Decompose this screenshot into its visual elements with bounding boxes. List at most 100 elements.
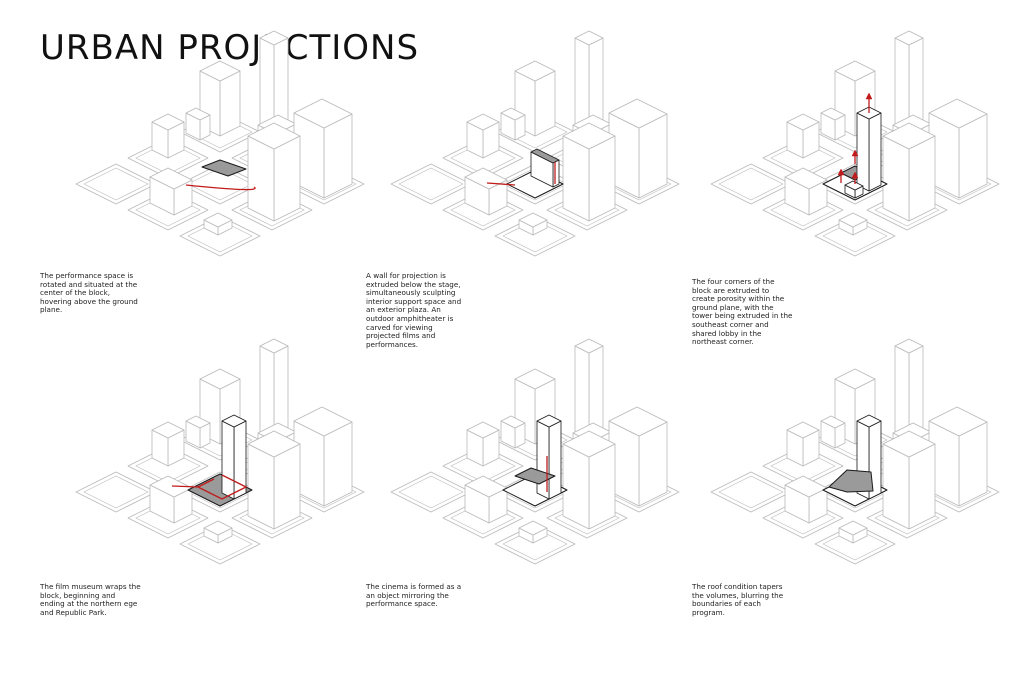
tower-extruded-face-left: [856, 112, 870, 192]
film-museum-wrap: [171, 414, 253, 507]
building-nw-low-face-top: [185, 415, 211, 429]
tower-extruded-face-left: [221, 420, 235, 500]
building-ne-block-face-top: [608, 406, 668, 437]
building-nw-tower-face-top: [514, 368, 556, 390]
city-context-axonometric: [390, 30, 680, 257]
building-nw-tower-face-top: [834, 60, 876, 82]
corner-arrow-nw-head: [851, 149, 859, 157]
building-se-low-face-top: [838, 212, 868, 228]
building-s-block-face-top: [784, 475, 828, 498]
building-n-tower-face-top: [259, 30, 289, 46]
diagram-step-4: [75, 338, 380, 678]
block-se-inner: [187, 219, 253, 253]
building-nw-tower-face-top: [199, 60, 241, 82]
corners-extruded-tower: [822, 92, 888, 201]
block-center-inner: [187, 167, 253, 201]
building-w-low-face-top: [151, 421, 185, 439]
block-se: [179, 523, 261, 565]
building-s-block-face-top: [149, 475, 193, 498]
block-sw-inner: [398, 475, 464, 509]
cinema-object: [502, 414, 568, 507]
tower-extruded-face-right: [868, 112, 882, 192]
corner-arrow-sw-head: [837, 168, 845, 176]
step-3-caption: The four corners of the block are extrud…: [692, 277, 793, 347]
block-sw-inner: [718, 475, 784, 509]
block-se: [494, 215, 576, 257]
building-e-tower-face-top: [562, 430, 616, 458]
step-4-caption: The film museum wraps the block, beginni…: [40, 582, 141, 617]
building-ne-block-face-top: [608, 98, 668, 129]
rotation-arrow: [185, 184, 256, 191]
building-nw-low-face-top: [500, 107, 526, 121]
building-e-tower-face-top: [247, 122, 301, 150]
building-s-block-face-top: [149, 167, 193, 190]
building-ne-block-face-top: [293, 98, 353, 129]
projection-wall-face-right: [552, 159, 560, 188]
building-nw-tower-face-top: [514, 60, 556, 82]
performance-space-volume: [201, 159, 247, 177]
block-se: [179, 215, 261, 257]
tapered-roof: [828, 469, 874, 493]
building-se-low-face-top: [518, 520, 548, 536]
projection-arrow-horizontal: [486, 182, 516, 186]
building-ne-block-face-top: [928, 98, 988, 129]
tower-extruded-face-right: [548, 420, 562, 500]
building-nw-low-face-top: [500, 415, 526, 429]
block-se-inner: [502, 219, 568, 253]
block-se-inner: [187, 527, 253, 561]
building-nw-tower-face-top: [199, 368, 241, 390]
city-context-axonometric: [75, 338, 365, 565]
building-nw-low-face-top: [185, 107, 211, 121]
step-6-caption: The roof condition tapers the volumes, b…: [692, 582, 784, 617]
diagram-step-2: [390, 30, 695, 370]
roof-condition-tapered: [822, 414, 888, 507]
block-sw: [75, 163, 157, 205]
block-se: [494, 523, 576, 565]
block-se: [814, 523, 896, 565]
tower-extruded-face-top: [536, 414, 562, 428]
building-nw-tower-face-top: [834, 368, 876, 390]
building-w-low-face-top: [786, 113, 820, 131]
lobby-volume-face-top: [844, 180, 864, 191]
building-nw-low-face-top: [820, 415, 846, 429]
tower-arrow-head: [865, 92, 873, 100]
block-sw: [710, 471, 792, 513]
city-context-axonometric: [390, 338, 680, 565]
corner-arrow-se-head: [851, 171, 859, 179]
building-n-tower-face-top: [574, 30, 604, 46]
page-title: URBAN PROJECTIONS: [40, 28, 420, 68]
block-se-inner: [822, 527, 888, 561]
building-n-tower-face-top: [259, 338, 289, 354]
building-w-low-face-top: [151, 113, 185, 131]
building-n-tower-face-top: [894, 30, 924, 46]
building-se-low-face-top: [203, 520, 233, 536]
building-se-low-face-top: [838, 520, 868, 536]
diagram-step-1: [75, 30, 380, 370]
building-ne-block-face-top: [293, 406, 353, 437]
museum-path-arrow: [196, 474, 248, 500]
block-sw: [75, 471, 157, 513]
block-sw-inner: [398, 167, 464, 201]
building-ne-block-face-top: [928, 406, 988, 437]
building-n-tower-face-top: [894, 338, 924, 354]
building-s-block-face-top: [464, 475, 508, 498]
block-sw-inner: [83, 475, 149, 509]
step-5-caption: The cinema is formed as a an object mirr…: [366, 582, 462, 609]
building-w-low-face-top: [466, 113, 500, 131]
diagram-step-6: [710, 338, 1015, 678]
block-sw: [710, 163, 792, 205]
city-context-axonometric: [75, 30, 365, 257]
block-sw-inner: [718, 167, 784, 201]
museum-exit-arrow: [171, 485, 199, 488]
building-w-low-face-top: [466, 421, 500, 439]
block-center: [179, 163, 261, 205]
building-se-low-face-top: [203, 212, 233, 228]
step-1-caption: The performance space is rotated and sit…: [40, 271, 138, 315]
block-sw: [390, 163, 472, 205]
step-2-caption: A wall for projection is extruded below …: [366, 271, 462, 349]
building-n-tower-face-top: [574, 338, 604, 354]
performance-space-rotated: [185, 159, 256, 191]
building-w-low-face-top: [786, 421, 820, 439]
building-e-tower-face-top: [247, 430, 301, 458]
building-nw-low-face-top: [820, 107, 846, 121]
